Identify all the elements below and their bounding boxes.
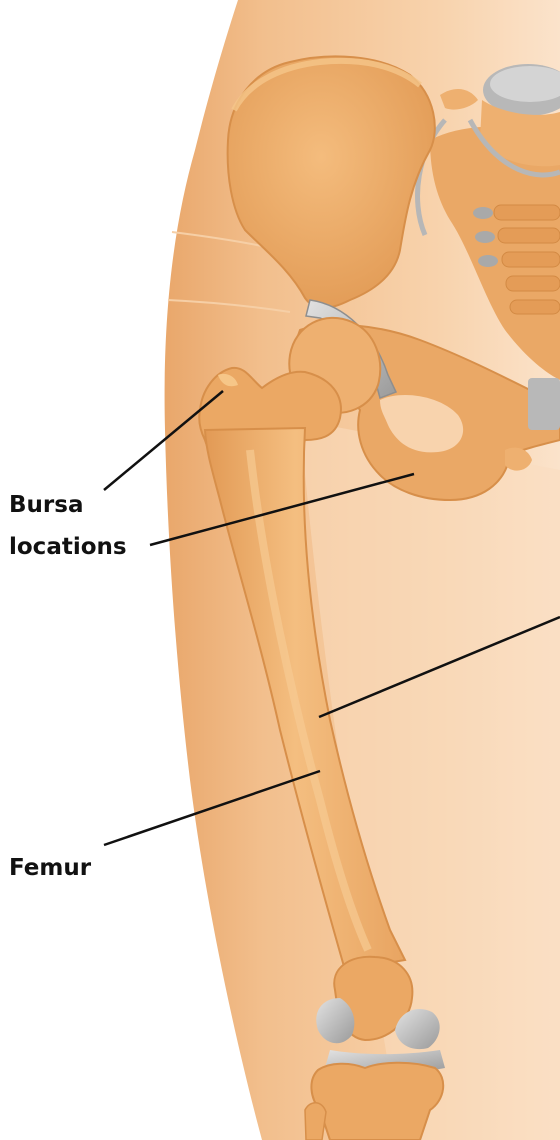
femur-label: Femur (9, 851, 91, 885)
tibia (311, 1063, 443, 1140)
bursa-label-line2: locations (9, 530, 127, 564)
pubic-symphysis (528, 378, 560, 430)
bursa-label-line1: Bursa (9, 488, 83, 522)
